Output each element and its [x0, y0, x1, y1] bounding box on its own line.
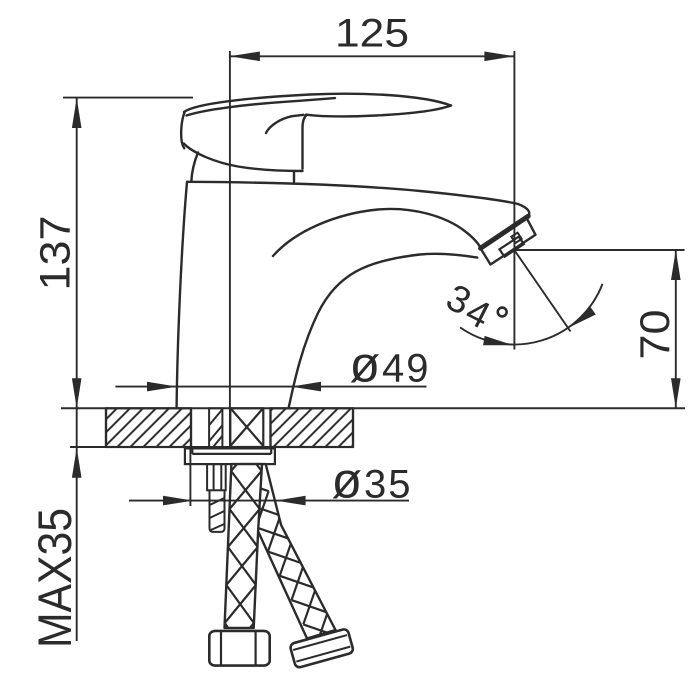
svg-text:ø49: ø49 — [350, 337, 431, 393]
svg-text:125: 125 — [335, 12, 409, 56]
svg-text:MAX35: MAX35 — [29, 508, 82, 648]
svg-text:137: 137 — [32, 216, 80, 291]
svg-text:70: 70 — [631, 310, 678, 360]
svg-text:ø35: ø35 — [332, 453, 413, 509]
